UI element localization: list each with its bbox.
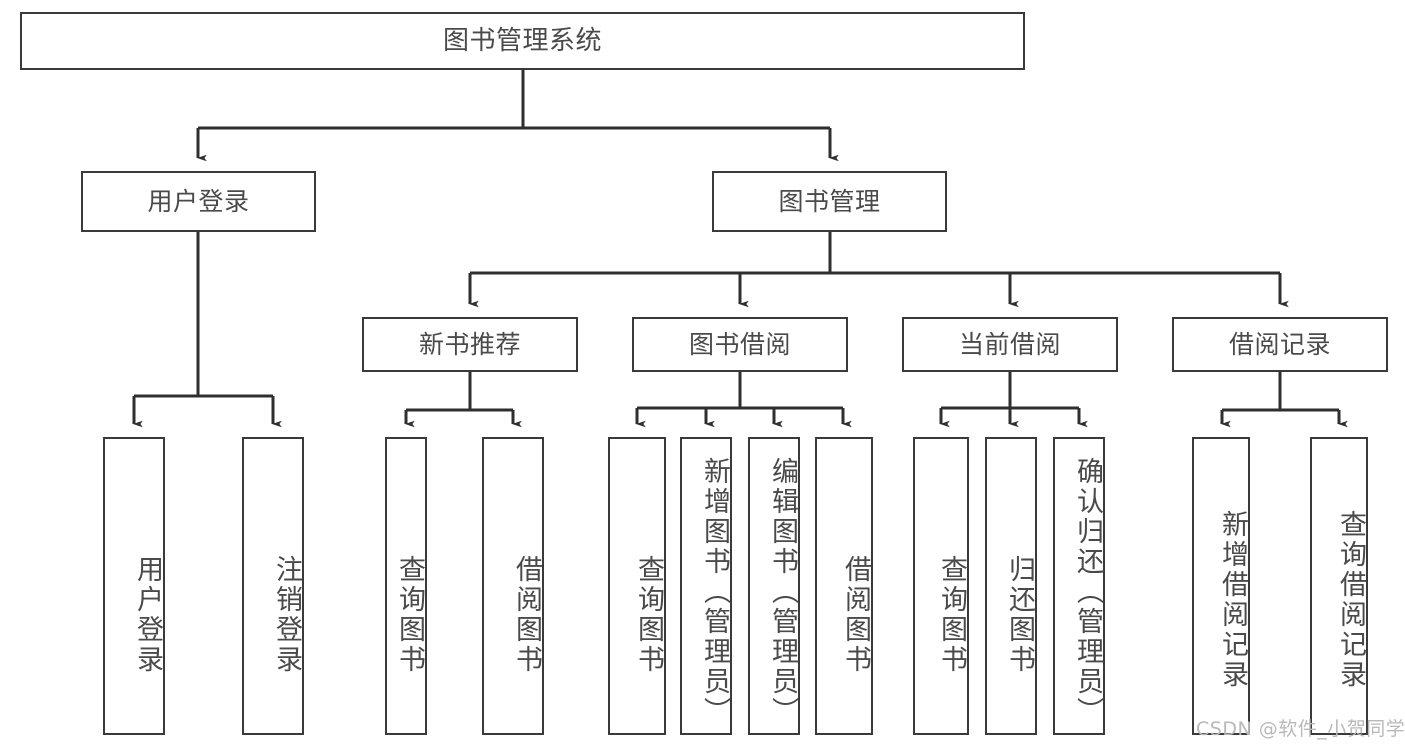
node-leaf-borrow-book-recommend[interactable]: 借阅图书 (482, 437, 544, 735)
node-current-borrow[interactable]: 当前借阅 (902, 317, 1118, 372)
node-label: 确认归还（管理员） (1072, 457, 1103, 727)
node-label: 注销登录 (271, 555, 302, 675)
node-label: 查询图书 (633, 555, 664, 675)
node-label: 新增图书（管理员） (699, 457, 730, 727)
node-leaf-query-book-borrow[interactable]: 查询图书 (608, 437, 666, 735)
node-leaf-user-login[interactable]: 用户登录 (103, 437, 165, 735)
node-label: 归还图书 (1004, 555, 1035, 675)
node-leaf-borrow-book[interactable]: 借阅图书 (815, 437, 873, 735)
node-label: 借阅记录 (1228, 329, 1331, 359)
node-book-management[interactable]: 图书管理 (712, 171, 947, 232)
node-leaf-query-borrow-record[interactable]: 查询借阅记录 (1310, 437, 1368, 735)
node-label: 查询图书 (394, 555, 425, 675)
node-root-book-management-system[interactable]: 图书管理系统 (20, 12, 1025, 70)
node-label: 当前借阅 (958, 329, 1061, 359)
node-leaf-query-book-recommend[interactable]: 查询图书 (385, 437, 427, 735)
node-leaf-user-logout[interactable]: 注销登录 (242, 437, 304, 735)
node-user-login[interactable]: 用户登录 (81, 171, 316, 232)
node-label: 新书推荐 (418, 329, 521, 359)
node-label: 查询图书 (936, 555, 967, 675)
node-leaf-query-book-current[interactable]: 查询图书 (913, 437, 969, 735)
node-label: 用户登录 (132, 555, 163, 675)
node-label: 用户登录 (147, 186, 250, 216)
node-label: 图书管理 (778, 186, 881, 216)
node-label: 查询借阅记录 (1335, 510, 1366, 690)
node-label: 借阅图书 (511, 555, 542, 675)
node-leaf-return-book[interactable]: 归还图书 (985, 437, 1037, 735)
node-label: 图书借阅 (688, 329, 791, 359)
node-label: 新增借阅记录 (1217, 510, 1248, 690)
node-leaf-add-borrow-record[interactable]: 新增借阅记录 (1192, 437, 1250, 735)
node-borrow-record[interactable]: 借阅记录 (1172, 317, 1388, 372)
node-new-book-recommend[interactable]: 新书推荐 (362, 317, 578, 372)
csdn-watermark: CSDN @软件_小贺同学 (1196, 718, 1405, 740)
node-leaf-edit-book[interactable]: 编辑图书（管理员） (748, 437, 800, 735)
node-label: 图书管理系统 (442, 25, 602, 56)
node-leaf-add-book[interactable]: 新增图书（管理员） (680, 437, 732, 735)
node-label: 借阅图书 (840, 555, 871, 675)
node-book-borrow[interactable]: 图书借阅 (632, 317, 848, 372)
node-leaf-confirm-return[interactable]: 确认归还（管理员） (1053, 437, 1105, 735)
node-label: 编辑图书（管理员） (767, 457, 798, 727)
